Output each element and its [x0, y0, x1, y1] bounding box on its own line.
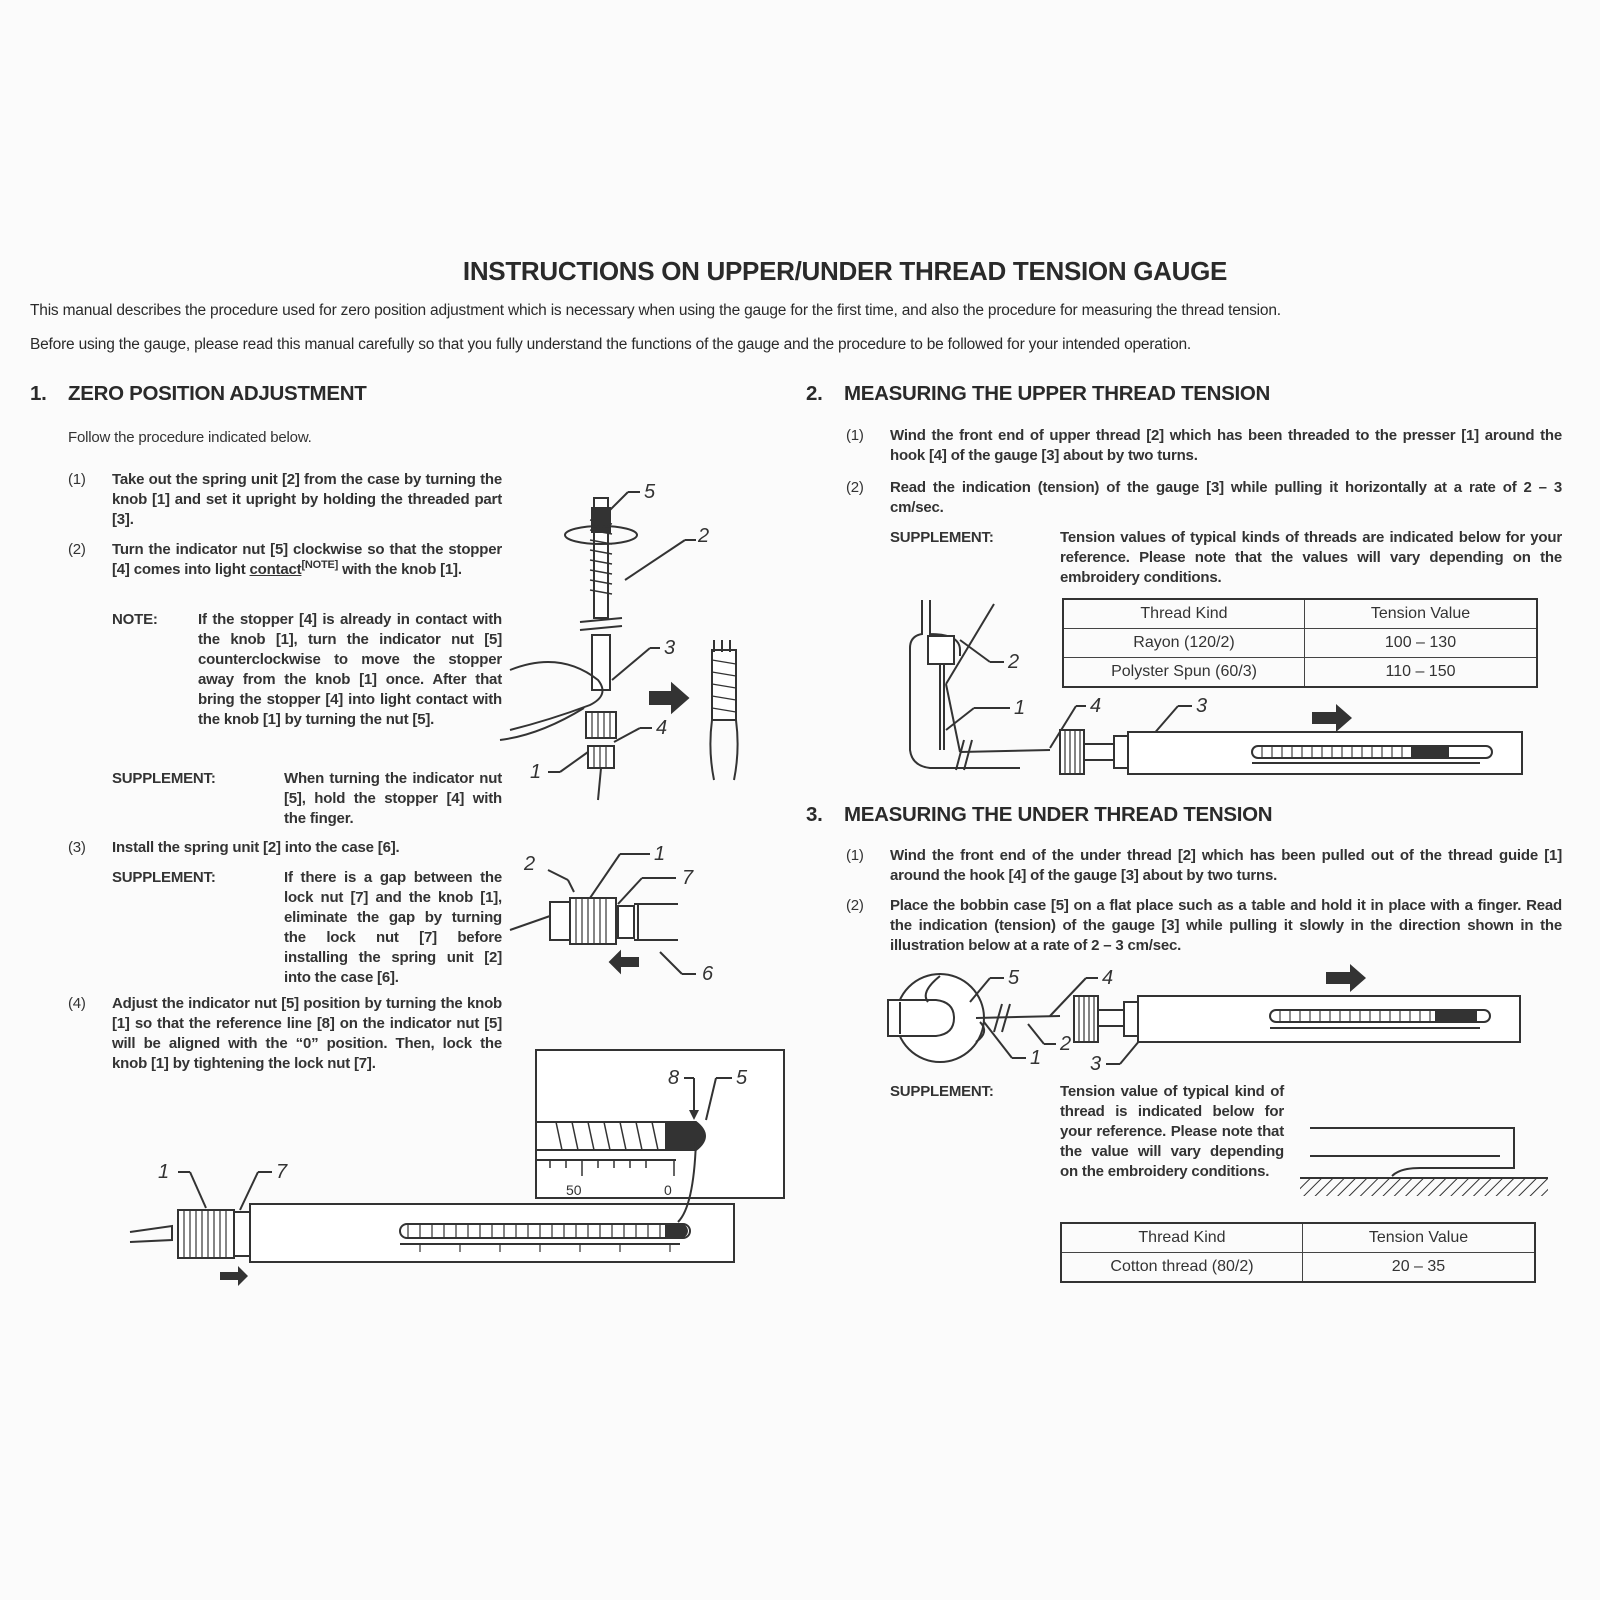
s3-step2-text: Place the bobbin case [5] on a flat plac…: [890, 897, 1562, 954]
intro-line-1: This manual describes the procedure used…: [30, 302, 1281, 319]
table-cell: 110 – 150: [1304, 657, 1538, 688]
s2-step1: (1) Wind the front end of upper thread […: [846, 426, 1562, 466]
section1-heading: 1. ZERO POSITION ADJUSTMENT: [30, 382, 367, 406]
upper-thread-illustration: 2 1 4 3: [909, 600, 1523, 775]
s3-supplement-text: Tension value of typical kind of thread …: [1060, 1083, 1284, 1180]
callout-1-s3: 1: [1030, 1047, 1041, 1069]
s1-step2-text-a: Turn the indicator nut [5] clockwise so …: [112, 541, 502, 578]
scale-label-0: 0: [664, 1182, 672, 1198]
s1-step2-number: (2): [68, 541, 86, 558]
callout-3-s1a: 3: [664, 637, 675, 659]
s2-tension-table: Thread Kind Tension Value Rayon (120/2) …: [1062, 598, 1538, 688]
s1-step2: (2) Turn the indicator nut [5] clockwise…: [68, 540, 502, 580]
s1-supplement2-text: If there is a gap between the lock nut […: [284, 869, 502, 986]
s1-step1-text: Take out the spring unit [2] from the ca…: [112, 471, 502, 528]
callout-2-s1b: 2: [523, 853, 535, 875]
s3-tension-table: Thread Kind Tension Value Cotton thread …: [1060, 1222, 1536, 1283]
callout-1-s1a: 1: [530, 761, 541, 783]
table-header-cell: Thread Kind: [1060, 1222, 1303, 1253]
s1-step1-number: (1): [68, 471, 86, 488]
s3-step2-number: (2): [846, 897, 864, 914]
page-title: INSTRUCTIONS ON UPPER/UNDER THREAD TENSI…: [462, 256, 1228, 286]
callout-7-s1b: 7: [682, 867, 694, 889]
zero-detail-illustration: 8 5 50 0: [535, 1049, 785, 1199]
callout-7-s1c: 7: [276, 1161, 288, 1183]
s3-supplement-label: SUPPLEMENT:: [890, 1083, 994, 1100]
callout-1-s1b: 1: [654, 843, 665, 865]
s1-supplement1-label: SUPPLEMENT:: [112, 770, 216, 787]
table-cell: Cotton thread (80/2): [1060, 1252, 1303, 1283]
table-row: Rayon (120/2) 100 – 130: [1062, 628, 1538, 658]
callout-5-s3: 5: [1008, 967, 1020, 989]
s2-step1-text: Wind the front end of upper thread [2] w…: [890, 427, 1562, 464]
callout-6-s1b: 6: [702, 963, 714, 985]
s1-step3: (3) Install the spring unit [2] into the…: [68, 838, 502, 858]
callout-5-s1a: 5: [644, 481, 656, 503]
s1-step1: (1) Take out the spring unit [2] from th…: [68, 470, 502, 530]
section3-title: MEASURING THE UNDER THREAD TENSION: [844, 803, 1273, 826]
table-cell: Polyster Spun (60/3): [1062, 657, 1305, 688]
s2-step1-number: (1): [846, 427, 864, 444]
callout-2-s3: 2: [1059, 1033, 1071, 1055]
s1-step4-text: Adjust the indicator nut [5] position by…: [112, 995, 502, 1072]
s1-supplement1-text: When turning the indicator nut [5], hold…: [284, 770, 502, 827]
section1-lead: Follow the procedure indicated below.: [68, 429, 312, 446]
s2-supplement-text: Tension values of typical kinds of threa…: [1060, 529, 1562, 586]
s3-step1-text: Wind the front end of the under thread […: [890, 847, 1562, 884]
gauge-illustration-s1: 1 7: [129, 1139, 735, 1286]
callout-2-s2: 2: [1007, 651, 1019, 673]
s1-step2-contact: contact: [249, 561, 302, 578]
table-surface-illustration: [1300, 1127, 1548, 1196]
section2-heading: 2. MEASURING THE UPPER THREAD TENSION: [806, 382, 1270, 406]
table-row: Polyster Spun (60/3) 110 – 150: [1062, 657, 1538, 688]
intro-line-2: Before using the gauge, please read this…: [30, 336, 1192, 353]
s3-step1: (1) Wind the front end of the under thre…: [846, 846, 1562, 886]
s1-step2-text: Turn the indicator nut [5] clockwise so …: [112, 540, 502, 580]
table-row: Cotton thread (80/2) 20 – 35: [1060, 1252, 1536, 1283]
s2-step2-number: (2): [846, 479, 864, 496]
case-install-illustration: 1 7 6 2: [509, 843, 714, 985]
callout-2-s1a: 2: [697, 525, 709, 547]
s2-step2: (2) Read the indication (tension) of the…: [846, 478, 1562, 518]
table-cell: Rayon (120/2): [1062, 628, 1305, 658]
s2-step2-text: Read the indication (tension) of the gau…: [890, 479, 1562, 516]
scale-label-50: 50: [566, 1182, 582, 1198]
section2-title: MEASURING THE UPPER THREAD TENSION: [844, 382, 1271, 405]
s1-step3-text: Install the spring unit [2] into the cas…: [112, 839, 400, 856]
s2-supplement-label: SUPPLEMENT:: [890, 529, 994, 546]
callout-1-s1c: 1: [158, 1161, 169, 1183]
s3-step1-number: (1): [846, 847, 864, 864]
s1-note-text: If the stopper [4] is already in contact…: [198, 611, 502, 728]
s3-step2: (2) Place the bobbin case [5] on a flat …: [846, 896, 1562, 956]
table-header-row: Thread Kind Tension Value: [1060, 1222, 1536, 1253]
callout-4-s2: 4: [1090, 695, 1101, 717]
s1-step4: (4) Adjust the indicator nut [5] positio…: [68, 994, 502, 1074]
table-cell: 100 – 130: [1304, 628, 1538, 658]
callout-4-s1a: 4: [656, 717, 667, 739]
s1-step4-number: (4): [68, 995, 86, 1012]
callout-4-s3: 4: [1102, 967, 1113, 989]
section1-title: ZERO POSITION ADJUSTMENT: [68, 382, 367, 405]
section1-number: 1.: [30, 382, 47, 405]
section3-number: 3.: [806, 803, 823, 826]
callout-3-s3: 3: [1090, 1053, 1101, 1075]
s1-step2-text-b: with the knob [1].: [338, 561, 462, 578]
spring-unit-illustration: 5 2 3 4 1: [499, 481, 739, 801]
callout-1-s2: 1: [1014, 697, 1025, 719]
callout-8-detail: 8: [668, 1067, 679, 1089]
s1-step3-number: (3): [68, 839, 86, 856]
callout-5-detail: 5: [736, 1067, 748, 1089]
callout-3-s2: 3: [1196, 695, 1207, 717]
s1-step2-note-ref: [NOTE]: [301, 559, 339, 571]
under-thread-illustration: 5 4 1 2 3: [887, 964, 1521, 1075]
s1-note-label: NOTE:: [112, 611, 158, 628]
table-cell: 20 – 35: [1302, 1252, 1536, 1283]
section3-heading: 3. MEASURING THE UNDER THREAD TENSION: [806, 803, 1273, 827]
s1-supplement2-label: SUPPLEMENT:: [112, 869, 216, 886]
section2-number: 2.: [806, 382, 823, 405]
table-header-cell: Tension Value: [1302, 1222, 1536, 1253]
